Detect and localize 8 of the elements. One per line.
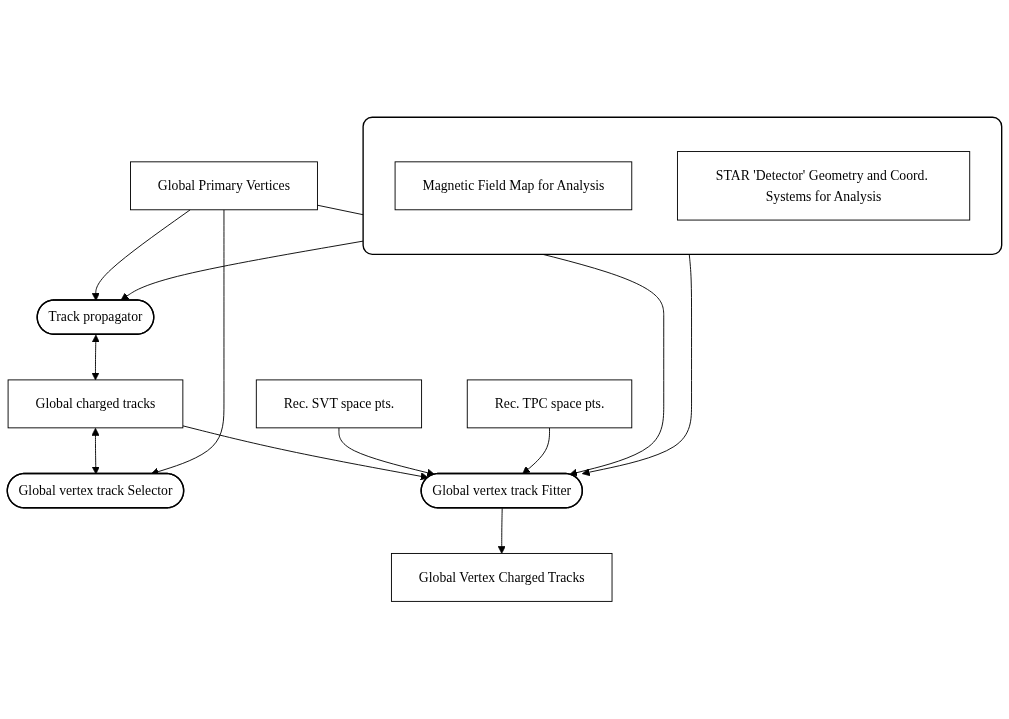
node-box: STAR 'Detector' Geometry and Coord. Systems for Analysis	[677, 151, 971, 221]
node-box: Rec. TPC space pts.	[466, 379, 633, 429]
node-box: Global Vertex Charged Tracks	[391, 553, 613, 602]
node-box: Magnetic Field Map for Analysis	[394, 161, 633, 211]
cluster	[362, 116, 1003, 256]
node-box: Rec. SVT space pts.	[255, 379, 423, 429]
node-box: Global Primary Vertices	[130, 161, 318, 211]
node-box: Global charged tracks	[7, 379, 184, 429]
